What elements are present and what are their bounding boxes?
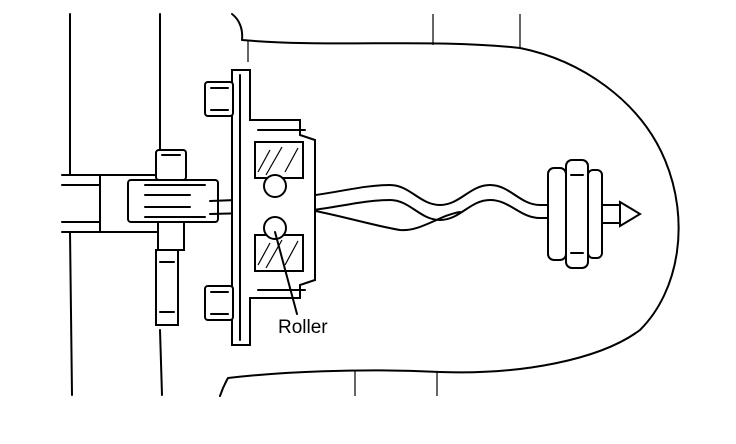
- roller-upper: [263, 174, 287, 198]
- rubber-block-lower: [254, 234, 304, 272]
- roller-label: Roller: [278, 317, 328, 338]
- mounting-bolt-bottom: [204, 285, 234, 321]
- door-panel-outline: [219, 13, 680, 397]
- link-stopper: [547, 159, 642, 269]
- roller-lower: [263, 216, 287, 240]
- mounting-plate: [231, 69, 316, 346]
- check-link-strap: [209, 184, 556, 232]
- rubber-block-upper: [254, 141, 304, 179]
- door-pillar-outline: [69, 13, 163, 396]
- roller-leader-line: [274, 231, 298, 315]
- hinge-arm-body: [61, 174, 161, 233]
- mounting-bolt-top: [204, 81, 234, 117]
- clevis-bracket: [127, 149, 219, 326]
- door-panel-hatch: [247, 14, 521, 396]
